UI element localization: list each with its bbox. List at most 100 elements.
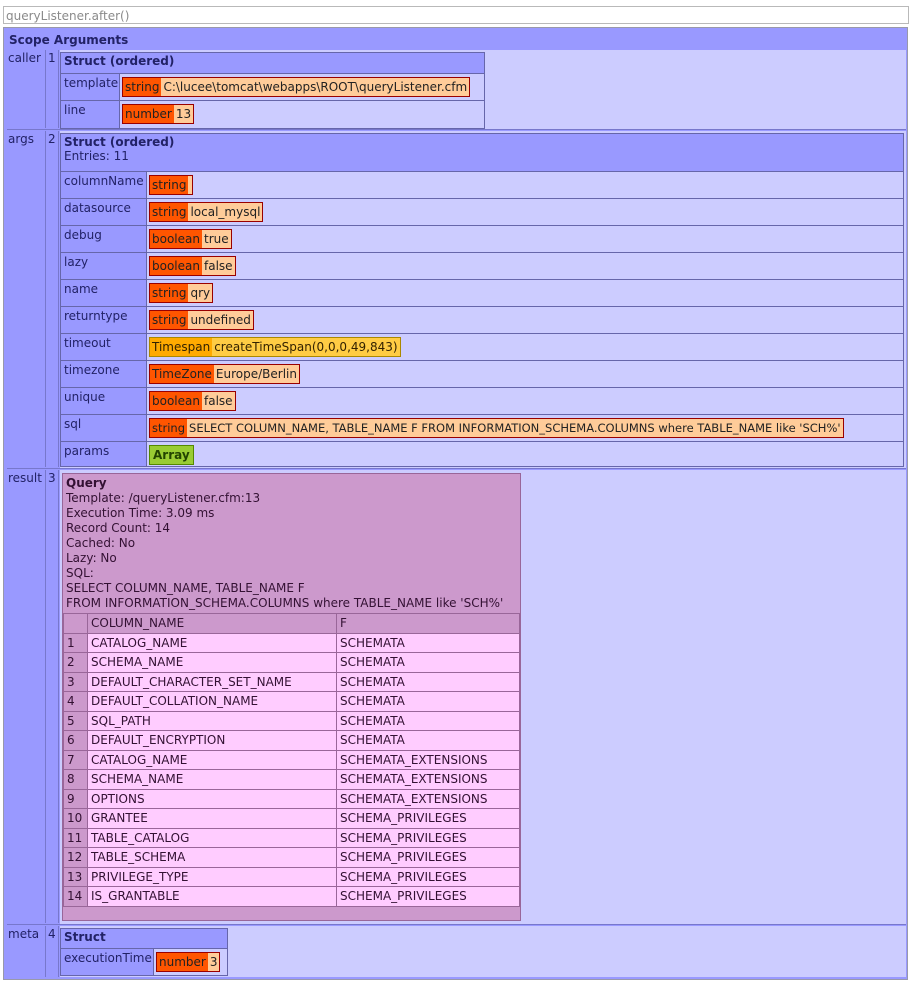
table-name-cell: SCHEMATA	[336, 730, 520, 751]
row-key-caller[interactable]: caller	[7, 50, 46, 128]
entry-key[interactable]: unique	[61, 388, 147, 414]
entry-key[interactable]: template	[61, 74, 120, 100]
query-info-line: Lazy: No	[66, 551, 117, 565]
entry-key[interactable]: params	[61, 442, 147, 466]
row-number-cell: 3	[63, 671, 88, 692]
column-header-column-name[interactable]: COLUMN_NAME	[87, 613, 337, 634]
entry-key[interactable]: datasource	[61, 199, 147, 225]
table-name-cell: SCHEMA_PRIVILEGES	[336, 808, 520, 829]
args-struct-header[interactable]: Struct (ordered)Entries: 11	[61, 134, 903, 170]
meta-struct-header[interactable]: Struct	[61, 929, 227, 946]
entry-key[interactable]: lazy	[61, 253, 147, 279]
table-name-cell: SCHEMATA_EXTENSIONS	[336, 749, 520, 770]
row-number-cell: 5	[63, 710, 88, 731]
table-name-cell: SCHEMATA	[336, 652, 520, 673]
query-info[interactable]: Query Template: /queryListener.cfm:13 Ex…	[63, 474, 520, 613]
row-index-meta: 4	[47, 926, 59, 977]
row-key-meta[interactable]: meta	[7, 926, 46, 977]
column-name-cell: IS_GRANTABLE	[87, 886, 337, 907]
row-number-cell: 10	[63, 808, 88, 829]
entry-key[interactable]: columnName	[61, 172, 147, 198]
table-name-cell: SCHEMA_PRIVILEGES	[336, 886, 520, 907]
query-info-line: SELECT COLUMN_NAME, TABLE_NAME F	[66, 581, 305, 595]
row-key-result[interactable]: result	[7, 470, 46, 923]
caller-struct-header[interactable]: Struct (ordered)	[61, 53, 484, 70]
table-name-cell: SCHEMA_PRIVILEGES	[336, 847, 520, 868]
entry-key[interactable]: name	[61, 280, 147, 306]
row-number-cell: 4	[63, 691, 88, 712]
table-name-cell: SCHEMATA	[336, 632, 520, 653]
table-name-cell: SCHEMATA	[336, 671, 520, 692]
row-index-args: 2	[47, 131, 59, 467]
query-info-line: Cached: No	[66, 536, 136, 550]
row-number-cell: 2	[63, 652, 88, 673]
args-entry-params: params Array	[61, 441, 903, 466]
table-name-cell: SCHEMA_PRIVILEGES	[336, 827, 520, 848]
entry-key[interactable]: returntype	[61, 307, 147, 333]
column-header-f[interactable]: F	[336, 613, 520, 634]
column-name-cell: CATALOG_NAME	[87, 632, 337, 653]
query-info-line: Template: /queryListener.cfm:13	[66, 491, 261, 505]
column-name-cell: TABLE_SCHEMA	[87, 847, 337, 868]
row-index-result: 3	[47, 470, 59, 923]
entry-key[interactable]: debug	[61, 226, 147, 252]
array-chip[interactable]: Array	[149, 445, 194, 465]
row-number-cell: 13	[63, 866, 88, 887]
entry-key[interactable]: timeout	[61, 334, 147, 360]
entry-key[interactable]: line	[61, 101, 120, 128]
column-name-cell: DEFAULT_CHARACTER_SET_NAME	[87, 671, 337, 692]
column-name-cell: DEFAULT_COLLATION_NAME	[87, 691, 337, 712]
column-name-cell: GRANTEE	[87, 808, 337, 829]
column-name-cell: SCHEMA_NAME	[87, 769, 337, 790]
row-number-header	[63, 613, 88, 634]
row-number-cell: 11	[63, 827, 88, 848]
result-query: Query Template: /queryListener.cfm:13 Ex…	[62, 473, 521, 921]
row-key-args[interactable]: args	[7, 131, 46, 467]
column-name-cell: SQL_PATH	[87, 710, 337, 731]
entry-key[interactable]: timezone	[61, 361, 147, 387]
row-number-cell: 1	[63, 632, 88, 653]
entry-key[interactable]: sql	[61, 415, 147, 441]
column-name-cell: TABLE_CATALOG	[87, 827, 337, 848]
query-title: Query	[66, 476, 107, 490]
query-info-line: Execution Time: 3.09 ms	[66, 506, 215, 520]
row-divider	[7, 468, 906, 469]
scope-header[interactable]: Scope Arguments	[9, 33, 129, 47]
query-info-line: SQL:	[66, 566, 94, 580]
entry-key[interactable]: executionTime	[61, 949, 154, 975]
